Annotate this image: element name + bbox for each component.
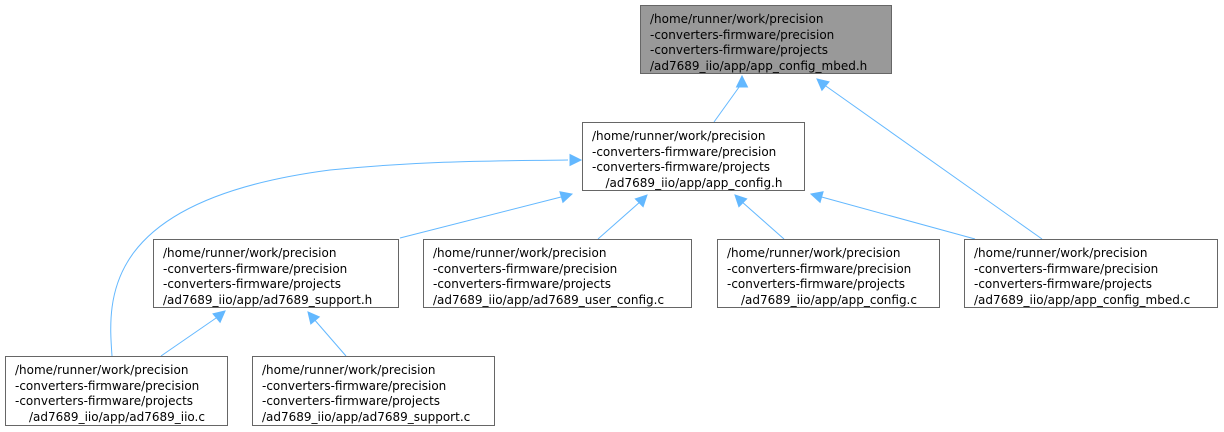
node-line: -converters-firmware/projects — [433, 277, 612, 291]
edge-app_config_mbed_c-to-app_config_mbed_h — [822, 83, 1043, 240]
node-line: /home/runner/work/precision — [650, 12, 824, 26]
node-app-config-mbed-c[interactable]: /home/runner/work/precision -converters-… — [964, 239, 1218, 308]
edge-ad7689_support_c-to-ad7689_support_h — [312, 317, 347, 357]
node-line: /home/runner/work/precision — [15, 363, 189, 377]
edge-app_config_mbed_c-to-app_config_h — [817, 195, 976, 240]
arrowhead-icon — [735, 74, 749, 88]
node-app-config-c[interactable]: /home/runner/work/precision -converters-… — [717, 239, 940, 308]
node-line: -converters-firmware/precision — [15, 378, 200, 393]
node-ad7689-support-c[interactable]: /home/runner/work/precision -converters-… — [252, 356, 495, 426]
arrowhead-icon — [212, 310, 226, 324]
arrowhead-icon — [734, 194, 748, 208]
node-line: -converters-firmware/precision — [433, 261, 618, 276]
node-line: /ad7689_iio/app/app_config.c — [741, 292, 917, 307]
node-line: -converters-firmware/projects — [262, 394, 441, 408]
node-line: /ad7689_iio/app/ad7689_support.h — [163, 292, 373, 307]
arrowhead-icon — [307, 311, 321, 325]
edge-ad7689_user_config_c-to-app_config_h — [597, 200, 642, 240]
arrowhead-icon — [809, 191, 824, 204]
arrowhead-icon — [569, 153, 583, 167]
node-ad7689-support-h[interactable]: /home/runner/work/precision -converters-… — [153, 239, 399, 308]
node-line: -converters-firmware/projects — [163, 277, 342, 291]
node-app-config-h[interactable]: /home/runner/work/precision -converters-… — [582, 122, 805, 191]
node-line: -converters-firmware/projects — [650, 43, 829, 57]
node-app-config-mbed-h[interactable]: /home/runner/work/precision -converters-… — [640, 5, 892, 74]
node-line: -converters-firmware/precision — [163, 261, 348, 276]
node-line: -converters-firmware/precision — [262, 378, 447, 393]
node-line: /home/runner/work/precision — [727, 246, 901, 260]
edge-app_config_c-to-app_config_h — [740, 200, 785, 240]
edge-ad7689_iio_c-to-ad7689_support_h — [160, 315, 220, 357]
node-line: /ad7689_iio/app/app_config.h — [605, 175, 783, 190]
node-line: /ad7689_iio/app/app_config_mbed.h — [650, 58, 868, 73]
node-line: /ad7689_iio/app/ad7689_support.c — [262, 409, 471, 424]
node-line: /home/runner/work/precision — [592, 129, 766, 143]
arrowhead-icon — [634, 194, 648, 208]
node-line: /ad7689_iio/app/app_config_mbed.c — [974, 292, 1191, 307]
node-line: -converters-firmware/projects — [974, 277, 1153, 291]
node-line: -converters-firmware/projects — [727, 277, 906, 291]
edge-ad7689_support_h-to-app_config_h — [399, 195, 566, 239]
node-line: /ad7689_iio/app/ad7689_user_config.c — [433, 292, 665, 307]
arrowhead-icon — [559, 191, 574, 204]
node-line: /home/runner/work/precision — [974, 246, 1148, 260]
node-line: /home/runner/work/precision — [163, 246, 337, 260]
edge-ad7689_iio_c-to-app_config_h — [110, 159, 569, 357]
arrowhead-icon — [816, 78, 830, 92]
node-line: /ad7689_iio/app/ad7689_iio.c — [29, 409, 205, 424]
node-line: -converters-firmware/precision — [592, 144, 777, 159]
node-line: -converters-firmware/precision — [727, 261, 912, 276]
node-line: -converters-firmware/projects — [592, 160, 771, 174]
node-ad7689-user-config-c[interactable]: /home/runner/work/precision -converters-… — [423, 239, 692, 308]
node-line: -converters-firmware/precision — [974, 261, 1159, 276]
node-line: -converters-firmware/projects — [15, 394, 194, 408]
edge-app_config_h-to-app_config_mbed_h — [713, 82, 743, 123]
node-line: /home/runner/work/precision — [433, 246, 607, 260]
node-ad7689-iio-c[interactable]: /home/runner/work/precision -converters-… — [5, 356, 228, 426]
node-line: -converters-firmware/precision — [650, 27, 835, 42]
node-line: /home/runner/work/precision — [262, 363, 436, 377]
